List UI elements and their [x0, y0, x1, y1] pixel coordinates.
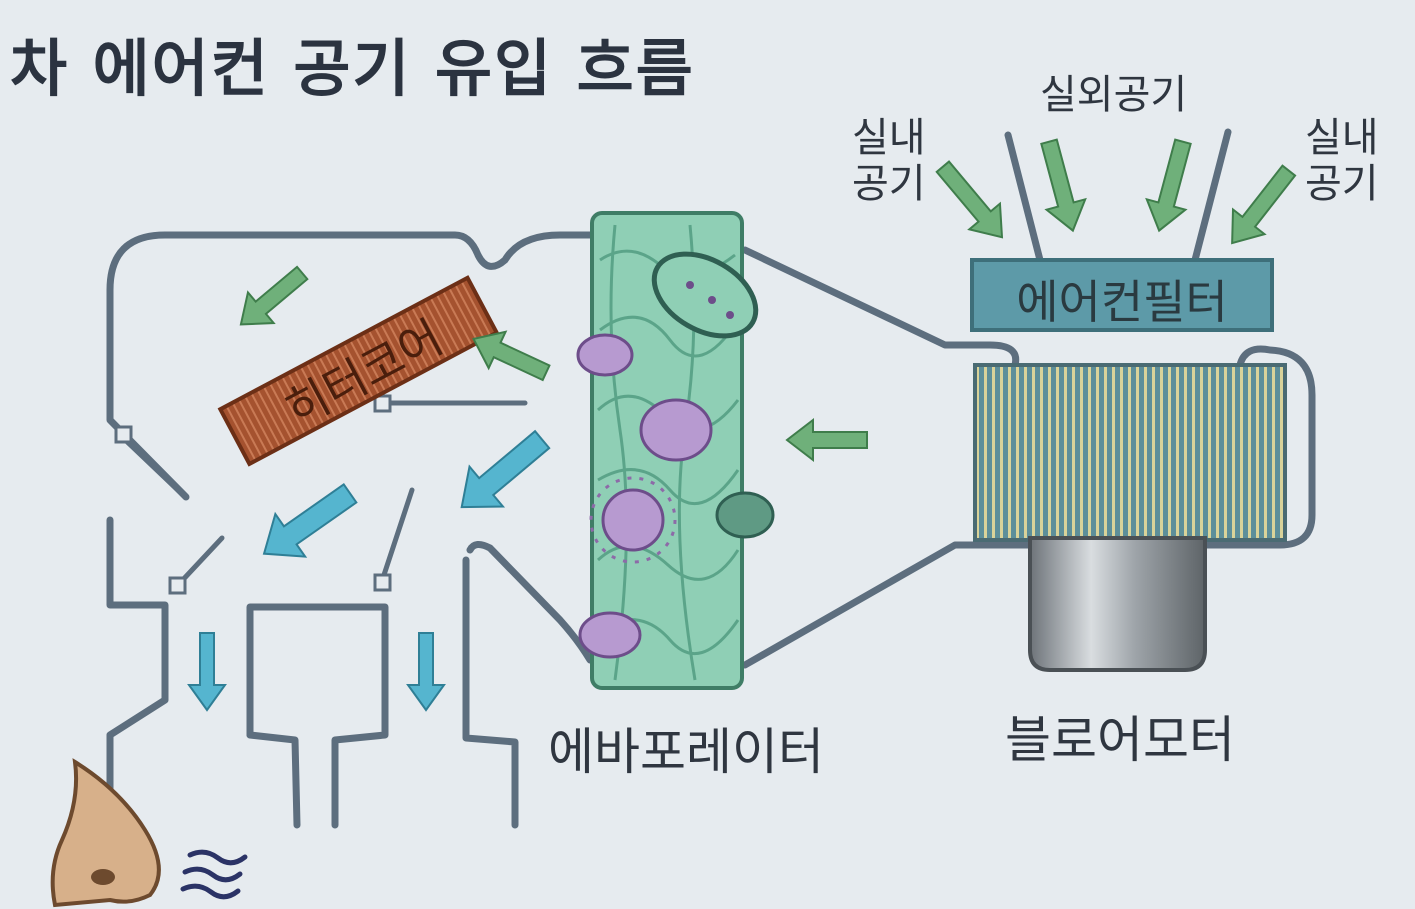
diagram-title: 차 에어컨 공기 유입 흐름 — [10, 32, 695, 105]
heater-core — [217, 275, 500, 467]
outlet-middle-left-leg — [246, 731, 301, 829]
upper-connector-duct — [741, 246, 1020, 369]
intake-ducts — [1004, 128, 1232, 264]
blower-housing-wall — [1201, 345, 1316, 549]
germs — [576, 251, 775, 659]
inside-air-left-line2: 공기 — [852, 161, 926, 207]
blower-motor-unit — [973, 363, 1287, 672]
arrow-outside-right — [1145, 138, 1192, 233]
germ-cell — [578, 611, 642, 659]
air-filter-label: 에어컨필터 — [1016, 275, 1228, 329]
arrow-inside-right — [1231, 164, 1297, 245]
blend-door-right — [379, 487, 415, 584]
inside-air-right-label: 실내 공기 — [1305, 115, 1379, 207]
arrow-outlet-left — [187, 632, 227, 712]
evaporator-label: 에바포레이터 — [548, 723, 824, 781]
germ-small — [576, 333, 634, 377]
arrow-to-heater — [472, 330, 551, 382]
lower-connector-duct — [741, 541, 1034, 669]
arrow-outside-left — [1040, 138, 1087, 233]
air-filter — [970, 258, 1274, 332]
blue-arrows — [187, 429, 551, 712]
green-arrows — [239, 138, 1297, 463]
arrow-cold-left — [262, 483, 358, 558]
arrow-to-evaporator — [785, 417, 868, 463]
inside-air-right-line2: 공기 — [1305, 161, 1379, 207]
blower-motor-label: 블로어모터 — [1005, 711, 1235, 769]
arrow-cold-upper — [460, 429, 551, 509]
nose-illustration — [50, 758, 161, 908]
heater-housing-wall — [106, 231, 604, 501]
arrow-inside-left — [935, 160, 1004, 239]
arrow-heater-upper — [239, 265, 309, 326]
inside-air-right-line1: 실내 — [1305, 115, 1379, 161]
outlet-middle-wall — [246, 603, 389, 829]
inside-air-left-line1: 실내 — [852, 115, 926, 161]
outside-air-label: 실외공기 — [1040, 72, 1188, 118]
germ-virus — [601, 488, 665, 552]
outlet-left-wall — [106, 516, 169, 804]
inside-air-left-label: 실내 공기 — [852, 115, 926, 207]
arrow-outlet-right — [406, 632, 446, 712]
outlet-right-wall — [462, 541, 594, 829]
germ-brain — [639, 398, 713, 462]
germ-mite — [715, 491, 775, 539]
smell-lines — [180, 849, 248, 900]
blend-door-upper — [117, 432, 188, 500]
door-pivots — [114, 394, 392, 595]
